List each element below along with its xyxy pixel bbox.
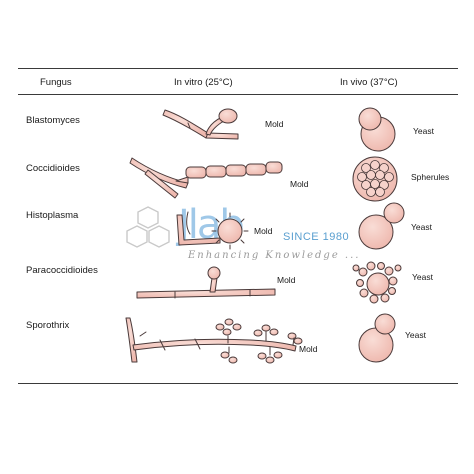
paracoccidioides-mold-label: Mold xyxy=(277,275,296,285)
header-in-vitro: In vitro (25°C) xyxy=(174,77,233,88)
table-bottom-rule xyxy=(18,383,458,384)
blastomyces-yeast-label: Yeast xyxy=(413,126,434,136)
blastomyces-yeast-cells xyxy=(358,107,396,152)
header-bottom-rule xyxy=(18,94,458,95)
fungus-label-sporothrix: Sporothrix xyxy=(26,320,70,331)
header-top-rule xyxy=(18,68,458,69)
coccidioides-mold-arthroconidia xyxy=(129,157,283,199)
coccidioides-spherule-label: Spherules xyxy=(411,172,450,182)
histoplasma-mold xyxy=(176,211,249,250)
watermark-since: SINCE 1980 xyxy=(283,231,350,243)
watermark-tagline: Enhancing Knowledge ... xyxy=(188,250,361,261)
watermark-hexagon-logo xyxy=(126,206,170,248)
fungus-label-histoplasma: Histoplasma xyxy=(26,210,79,221)
sporothrix-yeast-label: Yeast xyxy=(405,330,426,340)
histoplasma-yeast-label: Yeast xyxy=(411,222,432,232)
fungus-label-blastomyces: Blastomyces xyxy=(26,115,80,126)
sporothrix-mold-label: Mold xyxy=(299,344,318,354)
header-in-vivo: In vivo (37°C) xyxy=(340,77,398,88)
paracoccidioides-yeast-label: Yeast xyxy=(412,272,433,282)
fungus-label-paracoccidioides: Paracoccidioides xyxy=(26,265,98,276)
histoplasma-mold-label: Mold xyxy=(254,226,273,236)
fungus-label-coccidioides: Coccidioides xyxy=(26,163,80,174)
coccidioides-mold-label: Mold xyxy=(290,179,309,189)
header-fungus: Fungus xyxy=(40,77,72,88)
paracoccidioides-mold xyxy=(136,266,276,299)
blastomyces-mold-label: Mold xyxy=(265,119,284,129)
blastomyces-mold-hyphae xyxy=(162,108,239,140)
coccidioides-spherule xyxy=(352,156,398,202)
paracoccidioides-yeast-cells xyxy=(352,261,402,304)
sporothrix-mold xyxy=(125,317,303,364)
histoplasma-yeast-cells xyxy=(358,202,405,250)
sporothrix-yeast-cells xyxy=(358,313,396,363)
